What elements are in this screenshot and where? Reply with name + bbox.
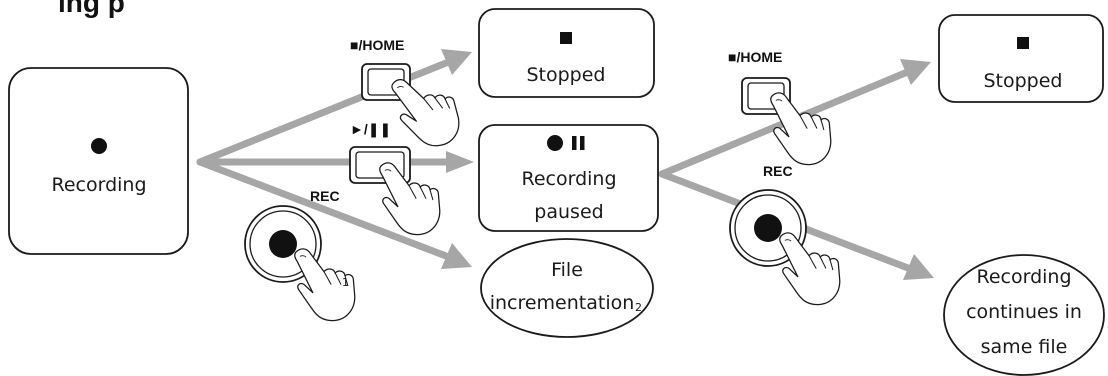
node-continues-line2: continues in [966,301,1082,323]
pressing-hand-icon [770,92,832,166]
arrowhead-paused [446,151,474,173]
pressing-hand-icon [390,70,464,153]
rec-button-1: REC 1 [244,188,356,322]
rec-button-2: REC [729,163,841,306]
header-partial-title: ing p [58,0,125,18]
node-recording: Recording [8,67,189,255]
footnote-mark-1: 1 [342,276,349,289]
footnote-mark-2: 2 [635,301,642,314]
rec-dot-icon [269,230,297,258]
arrow-to-file-incrementation [196,158,450,260]
stop-home-label-1: ■/HOME [350,37,404,53]
node-file-inc-line1: File [551,259,583,281]
node-paused-label-line2: paused [534,201,603,223]
node-continues-line1: Recording [976,266,1071,288]
rec-label-2: REC [763,163,793,179]
node-stopped-1: Stopped [478,8,655,98]
stop-home-label-2: ■/HOME [728,49,782,65]
node-recording-paused: Recording paused [478,124,659,232]
pressing-hand-icon [779,232,841,306]
play-pause-label: ►/❚❚ [350,121,391,138]
node-recording-continues: Recording continues in same file [943,254,1105,376]
node-file-incrementation: File incrementation 2 [480,238,654,338]
arrowhead-stopped-2 [900,59,931,85]
stop-square-icon [1017,37,1029,49]
node-stopped-2: Stopped [938,14,1104,103]
record-dot-icon [91,138,107,154]
rec-dot-icon [754,214,782,242]
node-paused-label-line1: Recording [521,168,616,190]
rec-label-1: REC [310,188,340,204]
stop-home-button-1: ■/HOME [350,37,464,153]
arrowhead-stopped-1 [441,49,472,75]
node-stopped-1-label: Stopped [526,64,605,86]
pause-bar-right-icon [580,136,585,150]
record-dot-icon [547,135,563,151]
pause-bar-left-icon [572,136,577,150]
stop-square-icon [560,32,572,44]
play-pause-button: ►/❚❚ [349,121,441,236]
arrowhead-continues [903,254,934,280]
node-file-inc-line2: incrementation [490,292,635,314]
arrow-heads [441,49,934,280]
stop-home-button-2: ■/HOME [728,49,832,166]
arrowhead-file-incrementation [441,243,472,269]
node-recording-label: Recording [51,174,146,196]
node-continues-line3: same file [981,336,1068,358]
node-stopped-2-label: Stopped [983,70,1062,92]
